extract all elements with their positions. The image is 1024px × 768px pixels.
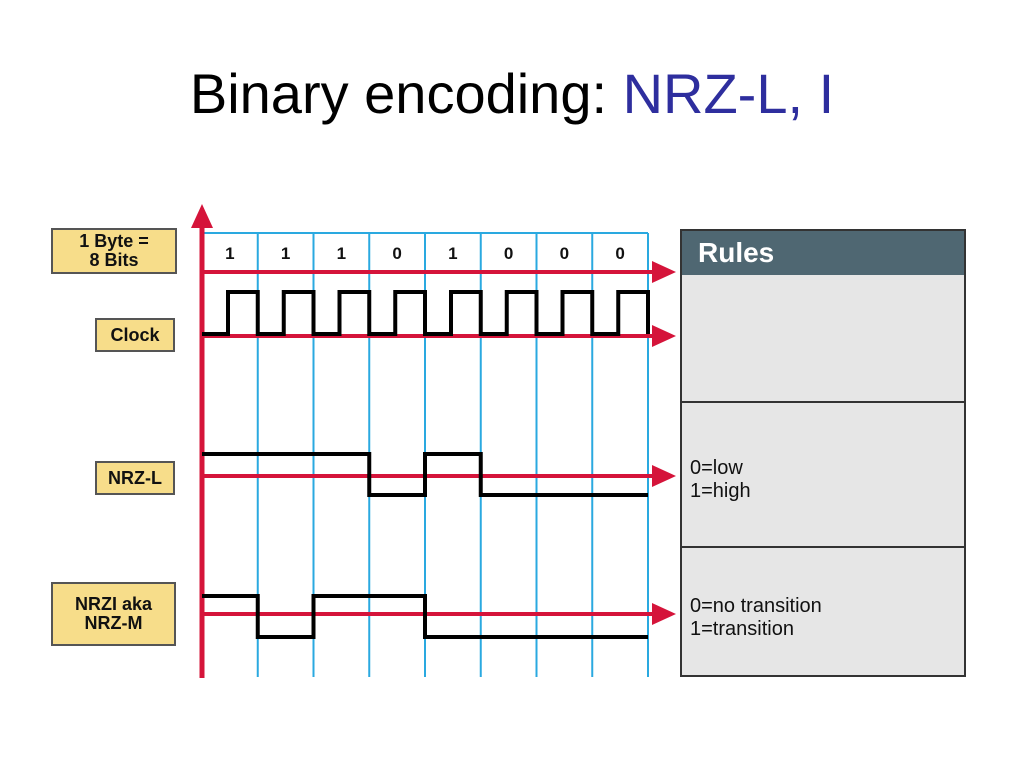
title-main: Binary encoding: xyxy=(189,62,608,125)
bit-label: 0 xyxy=(392,244,401,263)
axis-layer xyxy=(191,204,676,678)
rules-header: Rules xyxy=(682,231,964,275)
nrzl-axis-arrowhead xyxy=(652,465,676,487)
bit-label: 1 xyxy=(337,244,346,263)
nrzl-label: NRZ-L xyxy=(95,461,175,495)
bit-label: 1 xyxy=(225,244,234,263)
nrzl-rule-1: 1=high xyxy=(690,480,751,502)
byte-label: 1 Byte = 8 Bits xyxy=(51,228,177,274)
nrzi-label: NRZI aka NRZ-M xyxy=(51,582,176,646)
bit-labels: 1 1 1 0 1 0 0 0 xyxy=(225,244,625,263)
bit-label: 1 xyxy=(448,244,457,263)
bit-label: 0 xyxy=(560,244,569,263)
bit-label: 1 xyxy=(281,244,290,263)
clock-axis-arrowhead xyxy=(652,325,676,347)
nrzi-rule-0: 0=no transition xyxy=(690,595,822,617)
rules-divider xyxy=(682,546,964,548)
byte-axis-arrowhead xyxy=(652,261,676,283)
nrzl-waveform xyxy=(202,452,648,497)
nrzi-waveform xyxy=(202,594,648,639)
nrzi-rule-1: 1=transition xyxy=(690,618,794,640)
nrzl-rule-0: 0=low xyxy=(690,457,743,479)
bit-label: 0 xyxy=(504,244,513,263)
title-accent: NRZ-L, I xyxy=(622,62,835,125)
bit-label: 0 xyxy=(615,244,624,263)
signals xyxy=(202,290,650,639)
rules-panel: Rules 0=low 1=high 0=no transition 1=tra… xyxy=(680,229,966,677)
nrzi-axis-arrowhead xyxy=(652,603,676,625)
clock-label: Clock xyxy=(95,318,175,352)
rules-divider xyxy=(682,401,964,403)
clock-waveform xyxy=(202,290,650,336)
page-title: Binary encoding: NRZ-L, I xyxy=(0,58,1024,130)
vertical-axis-arrowhead xyxy=(191,204,213,228)
